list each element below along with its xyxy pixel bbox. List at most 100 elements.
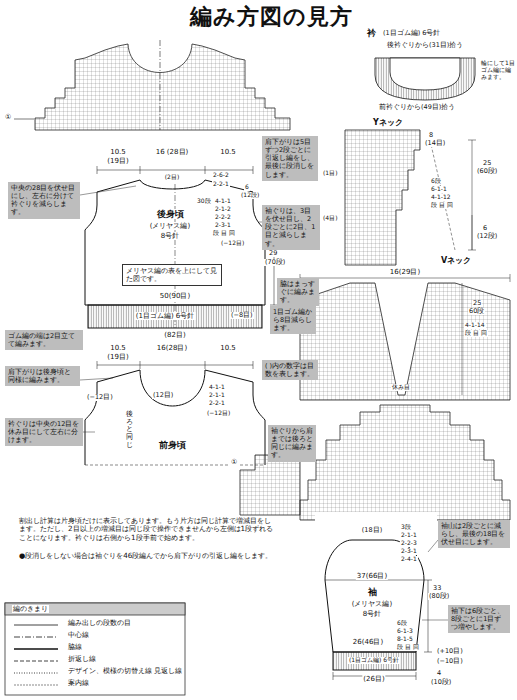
center-line (160, 40, 161, 130)
legend-text: 編み出しの段数の目 (68, 620, 131, 628)
dimension-label: 8号針 (362, 610, 382, 618)
dimension-label: (14目) (424, 140, 446, 147)
dimension-label: 10.5 (109, 344, 127, 352)
dimension-label: 4-1-12 (430, 194, 452, 201)
dimension-label: (−12目) (220, 240, 245, 247)
legend-line (14, 625, 58, 626)
note-text: 輪にして1目ゴム編に編みます。 (480, 60, 516, 81)
note-text: 脇はまっすぐに編みます。 (280, 280, 316, 304)
dimension-label: ① (230, 458, 238, 466)
drawing-stroke (300, 283, 510, 400)
dimension-label: (70段) (264, 259, 286, 266)
dimension-label: 6 (244, 184, 250, 191)
note-text: 割出し計算は片身頃だけに表示してあります。もう片方は同じ計算で増減目をします。た… (18, 517, 275, 542)
dimension-label: 29 (268, 250, 278, 257)
dimension-label: 段 目 回 (212, 230, 236, 237)
note-box: ( )内の数字は目数を表します。 (262, 360, 318, 380)
drawing-stroke (80, 378, 113, 380)
dimension-label: (19目) (106, 353, 129, 361)
legend-frame (5, 603, 185, 695)
drawing-stroke (428, 540, 438, 552)
note-text: 肩下がりは後身頃と同様に編みます。 (8, 368, 77, 384)
dimension-label: 4-1-1 (208, 384, 226, 391)
dimension-label: 6段 (396, 620, 408, 627)
dimension-label: 4 (436, 670, 442, 677)
dimension-label: 16(29目) (389, 268, 421, 276)
dimension-label: 2-3-1 (400, 548, 418, 555)
dimension-label: (10段) (430, 679, 452, 686)
note-box: 1目ゴム編から8目減らします。 (270, 306, 316, 334)
drawing-stroke (35, 44, 290, 130)
note-text: 中央の28目を伏せ目にし、左右に分けて衿ぐりを減らします。 (11, 184, 77, 217)
legend-row: デザイン、模様の切替え線 見返し線 (12, 668, 182, 678)
part-name: 衿 (366, 28, 377, 38)
dimension-label: 2-6-2 (212, 172, 230, 179)
note-text: 衿ぐりは中央の12目を休み目にして左右に分けます。 (8, 420, 80, 444)
legend-sample (12, 622, 62, 628)
legend-text: 中心線 (68, 632, 89, 640)
dimension-label: (2目) (164, 174, 181, 181)
dimension-label: 2-1-1 (208, 392, 226, 399)
dimension-label: 4-1-1 (214, 198, 232, 205)
front-piece (85, 361, 265, 465)
dimension-label: (60段) (476, 168, 498, 175)
note-box: 中央の28目を伏せ目にし、左右に分けて衿ぐりを減らします。 (8, 182, 80, 219)
dimension-label: 6-1-3 (396, 628, 414, 635)
dimension-label: 2-3-1 (214, 222, 232, 229)
dimension-label: 段 目 回 (396, 644, 420, 651)
note-box: ゴム編の端は2目立てて編みます。 (5, 330, 83, 350)
part-name: 後身頃 (156, 209, 185, 219)
dimension-label: (1目ゴム編) 6号針 (135, 312, 196, 320)
dimension-label: (12目) (152, 392, 174, 399)
legend-text: 折返し線 (68, 656, 96, 664)
dimension-label: 30段 (196, 198, 212, 205)
dimension-label: 50(90目) (159, 292, 191, 300)
drawing-stroke (345, 130, 420, 265)
drawing-stroke (333, 652, 416, 670)
drawing-stroke (300, 405, 510, 520)
legend-line (14, 673, 58, 674)
dimension-label: 2-2-2 (214, 214, 232, 221)
legend-head (5, 603, 185, 615)
sleeve-cap-chart (240, 405, 510, 692)
dimension-label: 33 (432, 585, 442, 592)
legend-sample (12, 658, 62, 664)
note-text: メリヤス編の表を上にして見た図です。 (126, 267, 218, 283)
dimension-label: (18目) (361, 527, 383, 534)
sleeve-piece (325, 540, 432, 680)
dimension-label: 8 (428, 132, 434, 139)
legend-line (14, 661, 58, 662)
drawing-stroke (325, 540, 424, 652)
drawing-stroke (83, 432, 95, 433)
dimension-label: 3段 (400, 524, 412, 531)
dimension-label: (1目ゴム編) 6号針 (348, 657, 400, 664)
dimension-label: 4-1-14 (464, 322, 486, 329)
back-piece (85, 166, 278, 328)
note-text: 袖ぐりは、3目を伏せ目し、2段ごとに2目、1目と減らします。 (265, 207, 317, 248)
dimension-label: 10.5 (109, 148, 127, 156)
dimension-label: (26目) (362, 675, 385, 683)
dimension-label: 休み目 (391, 384, 411, 391)
dimension-label: 段 目 回 (464, 330, 488, 337)
v-neck-chart (300, 274, 510, 400)
drawing-stroke (240, 455, 300, 515)
dimension-label: 6-1-1 (430, 186, 448, 193)
dimension-label: (12段) (240, 192, 260, 199)
dimension-label: (1目ゴム編) 6号針 (382, 30, 441, 37)
drawing-stroke (430, 140, 455, 250)
note-text: 1目ゴム編から8目減らします。 (273, 308, 313, 332)
dimension-label: (メリヤス編) (149, 222, 191, 230)
legend-text: 脇線 (68, 644, 82, 652)
drawing-stroke (175, 184, 176, 328)
drawing-stroke (315, 512, 437, 692)
dimension-label: 25 (482, 160, 492, 167)
dimension-label: 60段 (468, 308, 485, 315)
legend-sample (12, 634, 62, 640)
drawing-stroke (85, 370, 265, 465)
note-text: 袖下は6段ごと、8段ごとに1目ずつ増やします。 (451, 607, 507, 631)
dimension-label: (−10目) (436, 658, 464, 665)
note-text: 袖ぐりから肩までは後ろと同じに編みます。 (271, 427, 313, 460)
dimension-label: 16 (28目) (155, 148, 190, 156)
drawing-stroke (300, 274, 510, 395)
